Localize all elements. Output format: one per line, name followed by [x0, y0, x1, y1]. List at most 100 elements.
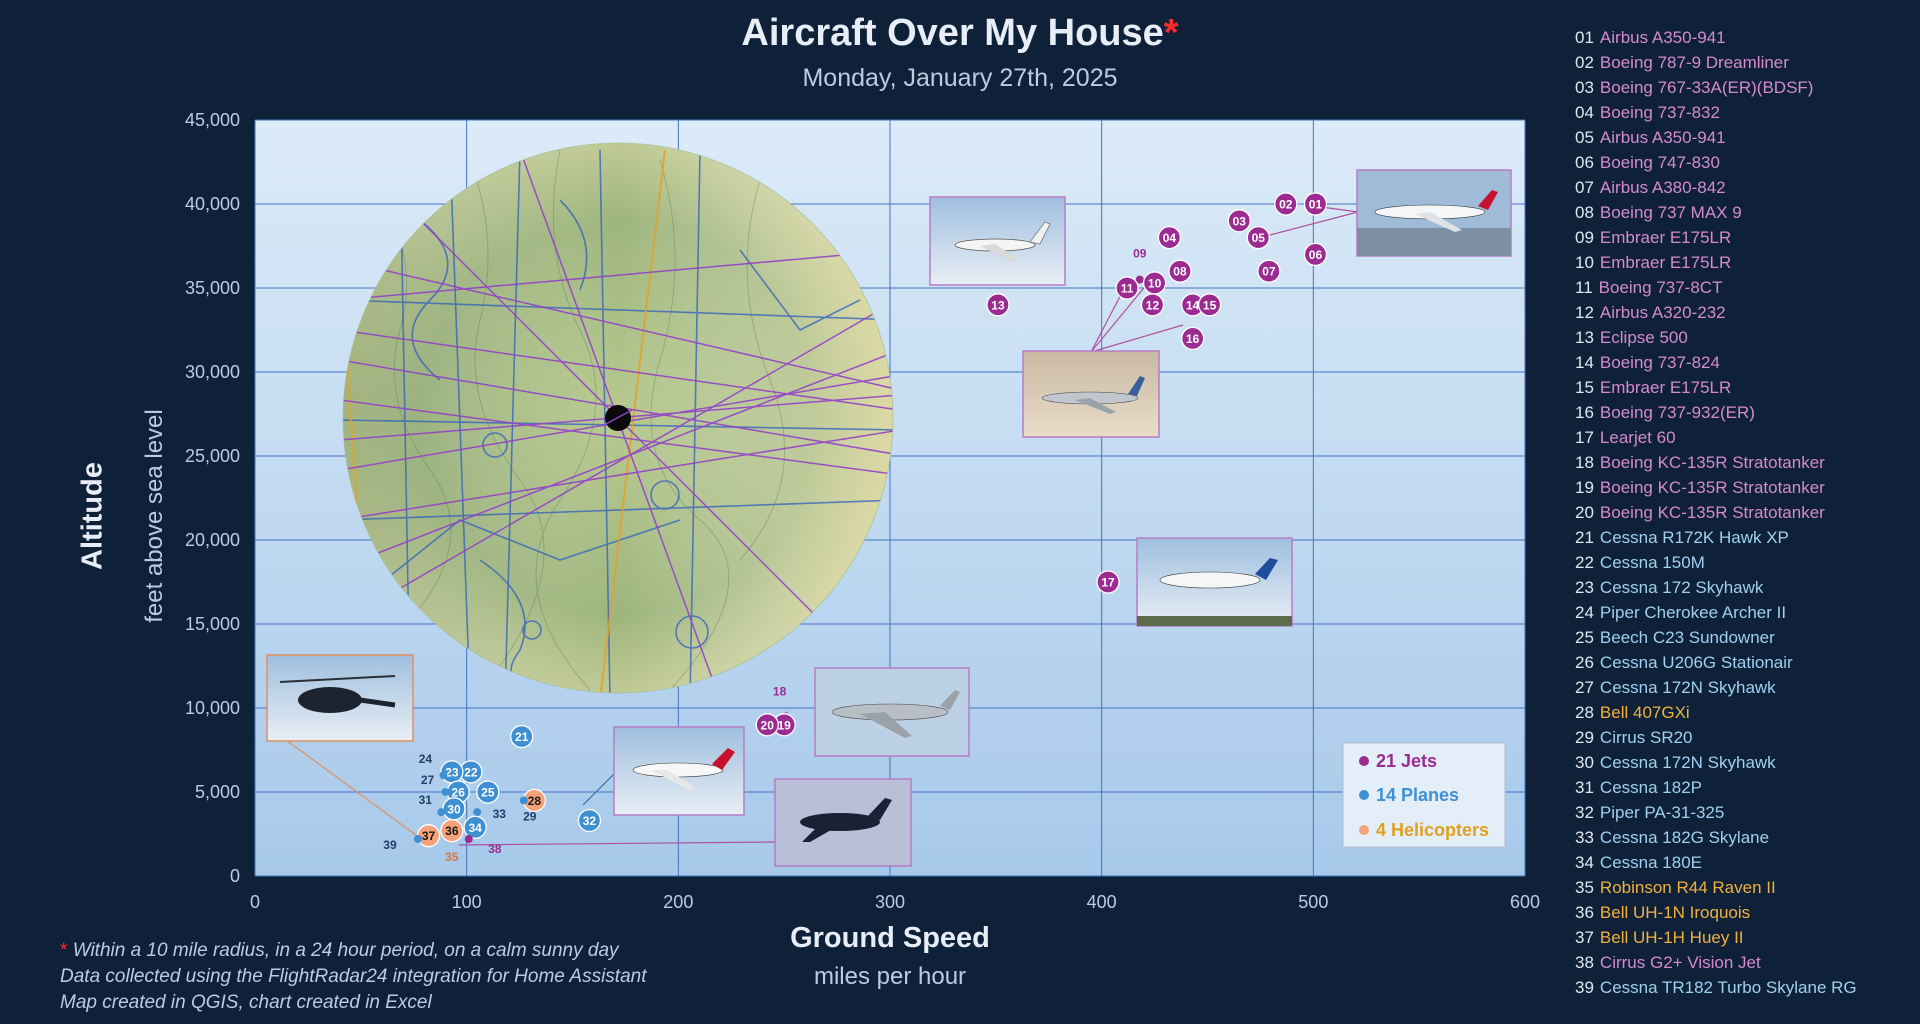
- point-marker: [1168, 259, 1192, 283]
- point-label: 06: [1309, 248, 1323, 262]
- data-point-12: 12: [1140, 293, 1165, 317]
- point-marker: [1274, 192, 1298, 216]
- photo-learjet-60: [1136, 537, 1293, 627]
- aircraft-number: 27: [1575, 678, 1594, 697]
- data-point-38: 38: [464, 835, 502, 856]
- chart-title-text: Aircraft Over My House: [741, 12, 1164, 54]
- legend-helicopters-swatch: [1359, 825, 1369, 835]
- aircraft-number: 11: [1575, 278, 1593, 297]
- aircraft-number: 37: [1575, 928, 1594, 947]
- data-point-32: 32: [577, 808, 602, 833]
- point-label: 31: [419, 793, 433, 807]
- x-tick-label: 400: [1087, 892, 1117, 912]
- point-label: 03: [1233, 214, 1247, 228]
- aircraft-number: 14: [1575, 353, 1594, 372]
- point-label: 01: [1309, 198, 1323, 212]
- aircraft-name: Airbus A350-941: [1599, 28, 1726, 47]
- point-label: 36: [445, 824, 459, 838]
- point-marker: [464, 835, 473, 844]
- point-label: 11: [1121, 282, 1134, 296]
- aircraft-number: 31: [1575, 778, 1594, 797]
- y-axis-subtitle: feet above sea level: [141, 409, 168, 623]
- data-point-13: 13: [986, 293, 1010, 317]
- aircraft-number: 09: [1575, 228, 1594, 247]
- aircraft-name: Cessna 172N Skyhawk: [1599, 753, 1776, 772]
- point-marker: [1115, 276, 1139, 300]
- point-marker: [1096, 570, 1120, 594]
- point-marker: [437, 808, 446, 817]
- point-marker: [510, 724, 534, 749]
- aircraft-number: 13: [1575, 328, 1594, 347]
- aircraft-number: 25: [1575, 628, 1594, 647]
- aircraft-name: Boeing 737-932(ER): [1599, 403, 1755, 422]
- point-label: 07: [1262, 265, 1276, 279]
- data-point-11: 11: [1115, 276, 1139, 300]
- data-point-14: 14: [1181, 293, 1205, 317]
- footnotes: * Within a 10 mile radius, in a 24 hour …: [60, 938, 647, 1016]
- aircraft-number: 05: [1575, 128, 1594, 147]
- point-label: 25: [481, 786, 495, 800]
- aircraft-name: Boeing 767-33A(ER)(BDSF): [1599, 78, 1814, 97]
- point-label: 24: [419, 752, 433, 766]
- y-tick-label: 40,000: [185, 194, 240, 214]
- aircraft-name: Boeing 747-830: [1599, 153, 1720, 172]
- point-marker: [473, 808, 482, 817]
- aircraft-name: Cessna 172N Skyhawk: [1599, 678, 1776, 697]
- aircraft-number: 07: [1575, 178, 1594, 197]
- point-marker: [463, 815, 487, 839]
- aircraft-name: Boeing 737-8CT: [1598, 278, 1723, 297]
- aircraft-name: Cessna U206G Stationair: [1599, 653, 1793, 672]
- data-point-04: 04: [1157, 225, 1182, 250]
- point-label: 32: [583, 814, 597, 828]
- title-asterisk: *: [1163, 12, 1179, 54]
- aircraft-number: 24: [1575, 603, 1594, 622]
- data-point-06: 06: [1303, 242, 1328, 267]
- point-marker: [755, 713, 779, 737]
- aircraft-number: 38: [1575, 953, 1594, 972]
- aircraft-name: Beech C23 Sundowner: [1599, 628, 1775, 647]
- data-point-21: 21: [510, 724, 534, 749]
- aircraft-number: 23: [1575, 578, 1594, 597]
- point-label: 20: [761, 718, 775, 732]
- point-label: 26: [452, 786, 466, 800]
- aircraft-name: Boeing KC-135R Stratotanker: [1599, 453, 1825, 472]
- aircraft-number: 18: [1575, 453, 1594, 472]
- aircraft-name: Cessna TR182 Turbo Skylane RG: [1599, 978, 1857, 997]
- point-marker: [1135, 275, 1144, 284]
- data-point-27: 27: [421, 773, 450, 796]
- aircraft-number: 22: [1575, 553, 1594, 572]
- aircraft-number: 35: [1575, 878, 1594, 897]
- point-label: 39: [383, 838, 397, 852]
- data-point-37: 37: [416, 824, 441, 848]
- aircraft-name: Boeing KC-135R Stratotanker: [1599, 503, 1825, 522]
- point-marker: [1303, 242, 1328, 267]
- data-point-02: 02: [1274, 192, 1298, 216]
- y-tick-label: 45,000: [185, 110, 240, 130]
- data-point-20: 20: [755, 713, 779, 737]
- point-marker: [1303, 192, 1328, 216]
- data-point-05: 05: [1246, 225, 1270, 250]
- legend-planes-swatch: [1359, 790, 1369, 800]
- aircraft-name: Boeing 787-9 Dreamliner: [1599, 53, 1789, 72]
- data-point-17: 17: [1096, 570, 1120, 594]
- point-label: 08: [1173, 265, 1187, 279]
- aircraft-number: 34: [1575, 853, 1594, 872]
- aircraft-name: Cirrus SR20: [1599, 728, 1693, 747]
- x-tick-label: 500: [1298, 892, 1328, 912]
- point-label: 37: [422, 829, 436, 843]
- point-marker: [1227, 209, 1251, 233]
- x-tick-label: 200: [663, 892, 693, 912]
- aircraft-name: Boeing KC-135R Stratotanker: [1599, 478, 1825, 497]
